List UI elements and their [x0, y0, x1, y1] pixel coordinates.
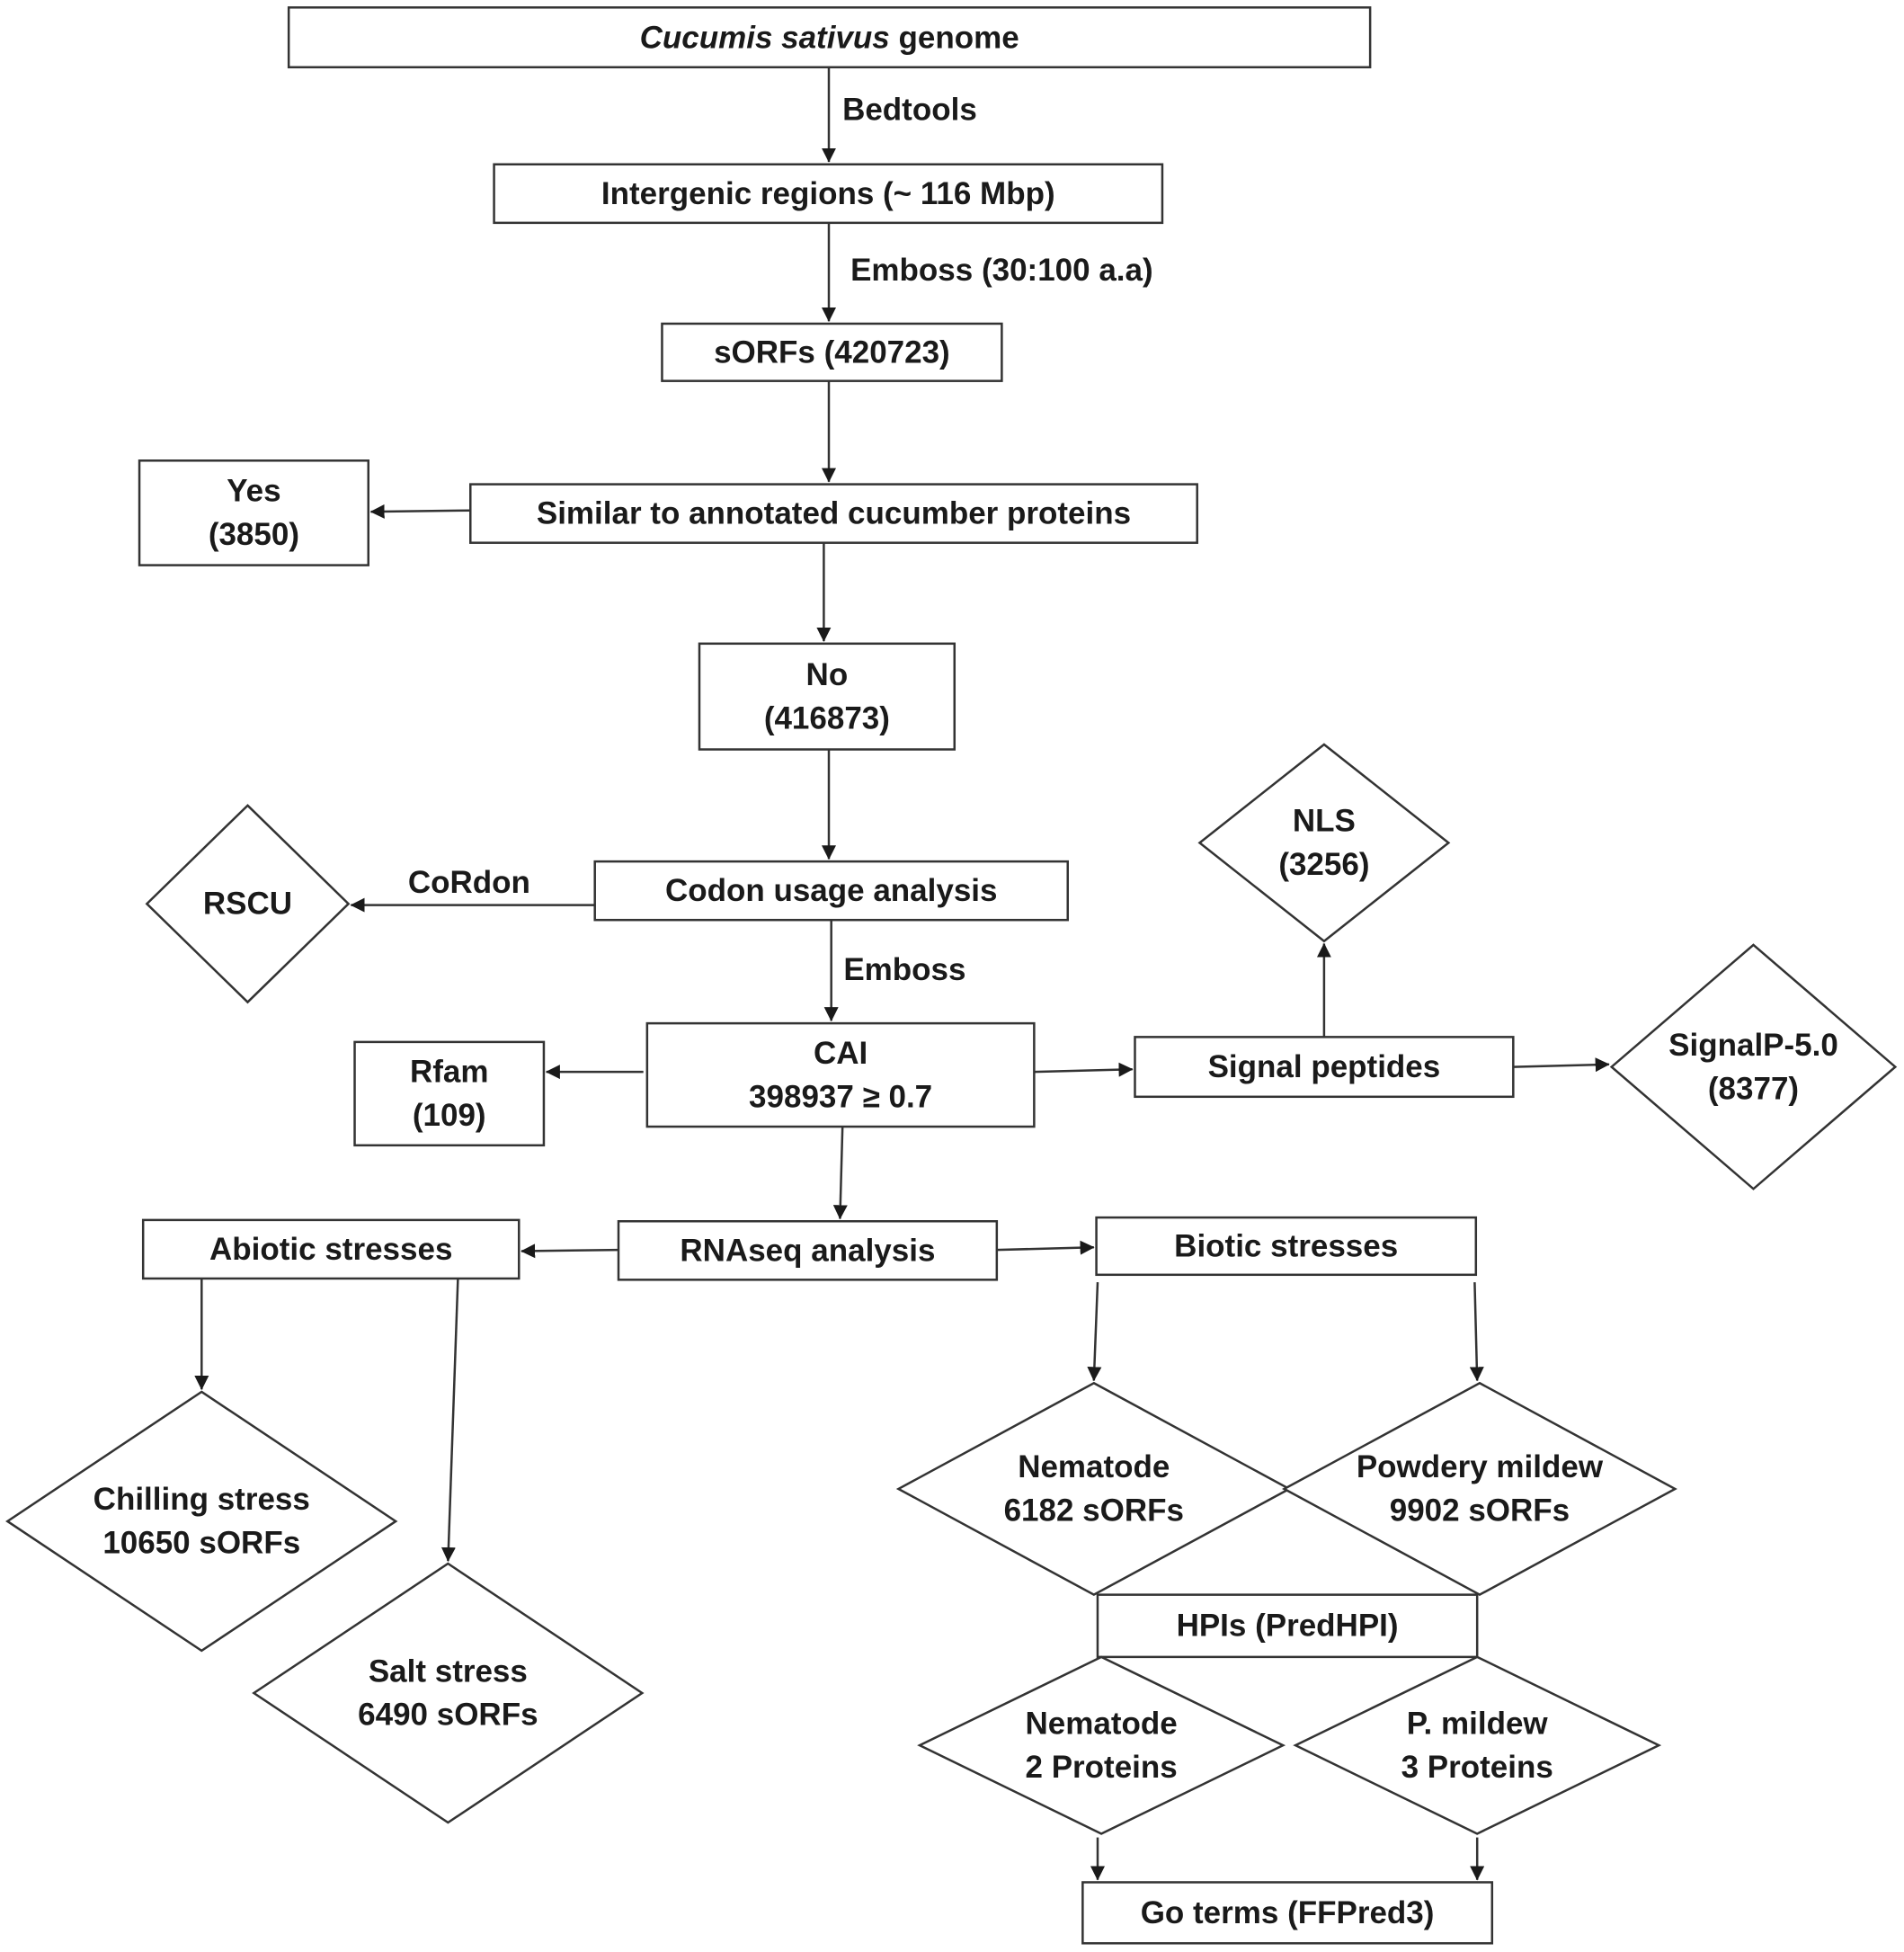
codon-box [593, 860, 1069, 922]
node-hpis: HPIs (PredHPI) [1096, 1593, 1479, 1659]
abiotic-box [141, 1218, 520, 1280]
nls-label-line-2: (3256) [1278, 847, 1369, 882]
arrow-abiotic-to-salt [440, 1278, 459, 1562]
cai-label-line-1: CAI [814, 1036, 867, 1071]
no-label-line-2: (416873) [764, 700, 890, 735]
signalp-label-line-2: (8377) [1708, 1071, 1799, 1106]
edge-label-bedtools: Bedtools [842, 92, 977, 127]
powdery-label-line-1: Powdery mildew [1357, 1449, 1604, 1484]
chilling-label-line-1: Chilling stress [93, 1482, 310, 1517]
genome-label-line-1: Cucumis sativus genome [640, 20, 1019, 55]
nematode-label-line-2: 6182 sORFs [1004, 1493, 1184, 1529]
nematode-diamond [895, 1381, 1292, 1597]
node-pmildew-prot: P. mildew 3 Proteins [1293, 1655, 1662, 1835]
node-no: No (416873) [698, 642, 956, 751]
node-genome: Cucumis sativus genome [287, 6, 1372, 69]
biotic-box [1095, 1216, 1478, 1277]
arrow-signal-to-signalp [1513, 1057, 1610, 1073]
similar-label-line-1: Similar to annotated cucumber proteins [537, 496, 1131, 531]
node-goterms: Go terms (FFPred3) [1081, 1881, 1494, 1945]
signalp-label-line-1: SignalP-5.0 [1668, 1028, 1838, 1063]
node-nematode-prot: Nematode 2 Proteins [917, 1655, 1286, 1835]
yes-label-line-1: Yes [227, 474, 280, 509]
sorfs-box [661, 322, 1003, 382]
no-label-line-1: No [806, 657, 849, 692]
codon-label-line-1: Codon usage analysis [665, 873, 998, 908]
nematode-prot-label-line-2: 2 Proteins [1026, 1750, 1178, 1785]
node-nls: NLS (3256) [1197, 743, 1451, 943]
nematode-prot-diamond [917, 1655, 1286, 1835]
node-salt: Salt stress 6490 sORFs [252, 1562, 645, 1824]
pmildew-prot-label-line-1: P. mildew [1407, 1706, 1549, 1741]
rfam-box [353, 1040, 546, 1147]
nls-label-line-1: NLS [1293, 804, 1356, 839]
arrow-rnaseq-to-biotic [996, 1240, 1095, 1255]
abiotic-label-line-1: Abiotic stresses [209, 1232, 452, 1267]
node-signal: Signal peptides [1134, 1036, 1515, 1099]
pmildew-prot-label-line-2: 3 Proteins [1401, 1750, 1553, 1785]
genome-box [287, 6, 1372, 69]
rscu-label-line-1: RSCU [203, 887, 292, 922]
cai-label-line-2: 398937 ≥ 0.7 [749, 1079, 932, 1114]
salt-label-line-1: Salt stress [369, 1653, 528, 1689]
node-intergenic: Intergenic regions (~ 116 Mbp) [493, 163, 1164, 225]
node-rnaseq: RNAseq analysis [617, 1220, 999, 1281]
powdery-label-line-2: 9902 sORFs [1390, 1493, 1570, 1529]
salt-label-line-2: 6490 sORFs [358, 1698, 538, 1733]
arrow-biotic-to-powdery [1469, 1282, 1484, 1382]
arrow-rnaseq-to-abiotic [520, 1243, 619, 1259]
similar-box [469, 483, 1198, 544]
rfam-label-line-1: Rfam [410, 1055, 489, 1090]
signal-label-line-1: Signal peptides [1208, 1049, 1441, 1084]
node-cai: CAI 398937 ≥ 0.7 [645, 1021, 1036, 1128]
signal-box [1134, 1036, 1515, 1099]
arrow-cai-to-signal [1034, 1062, 1134, 1077]
rnaseq-label-line-1: RNAseq analysis [680, 1233, 935, 1268]
biotic-label-line-1: Biotic stresses [1174, 1228, 1398, 1263]
salt-diamond [252, 1562, 645, 1824]
arrow-similar-to-yes [369, 504, 471, 519]
hpis-box [1096, 1593, 1479, 1659]
node-sorfs: sORFs (420723) [661, 322, 1003, 382]
powdery-diamond [1281, 1381, 1677, 1597]
arrow-cai-to-rnaseq [832, 1126, 848, 1220]
yes-box [138, 459, 370, 566]
no-box [698, 642, 956, 751]
nls-diamond [1197, 743, 1451, 943]
node-rfam: Rfam (109) [353, 1040, 546, 1147]
node-powdery: Powdery mildew 9902 sORFs [1281, 1381, 1677, 1597]
rnaseq-box [617, 1220, 999, 1281]
signalp-diamond [1609, 943, 1898, 1190]
goterms-label-line-1: Go terms (FFPred3) [1141, 1895, 1435, 1930]
cai-box [645, 1021, 1036, 1128]
nematode-label-line-1: Nematode [1018, 1449, 1170, 1484]
edge-label-cordon: CoRdon [408, 865, 530, 900]
chilling-diamond [5, 1390, 398, 1653]
chilling-label-line-2: 10650 sORFs [102, 1526, 300, 1561]
sorfs-label-line-1: sORFs (420723) [714, 334, 950, 370]
edge-label-emboss-range: Emboss (30:100 a.a) [850, 253, 1153, 288]
node-biotic: Biotic stresses [1095, 1216, 1478, 1277]
rfam-label-line-2: (109) [413, 1098, 486, 1133]
yes-label-line-2: (3850) [209, 517, 299, 552]
pmildew-prot-diamond [1293, 1655, 1662, 1835]
arrow-biotic-to-nematode [1087, 1282, 1102, 1382]
node-nematode: Nematode 6182 sORFs [895, 1381, 1292, 1597]
rscu-diamond [145, 804, 351, 1004]
node-rscu: RSCU [145, 804, 351, 1004]
intergenic-label-line-1: Intergenic regions (~ 116 Mbp) [601, 176, 1055, 211]
node-yes: Yes (3850) [138, 459, 370, 566]
nematode-prot-label-line-1: Nematode [1026, 1706, 1178, 1741]
intergenic-box [493, 163, 1164, 225]
node-signalp: SignalP-5.0 (8377) [1609, 943, 1898, 1190]
hpis-label-line-1: HPIs (PredHPI) [1177, 1609, 1399, 1644]
edge-label-emboss: Emboss [843, 952, 965, 987]
node-similar: Similar to annotated cucumber proteins [469, 483, 1198, 544]
node-codon: Codon usage analysis [593, 860, 1069, 922]
node-chilling: Chilling stress 10650 sORFs [5, 1390, 398, 1653]
node-abiotic: Abiotic stresses [141, 1218, 520, 1280]
goterms-box [1081, 1881, 1494, 1945]
